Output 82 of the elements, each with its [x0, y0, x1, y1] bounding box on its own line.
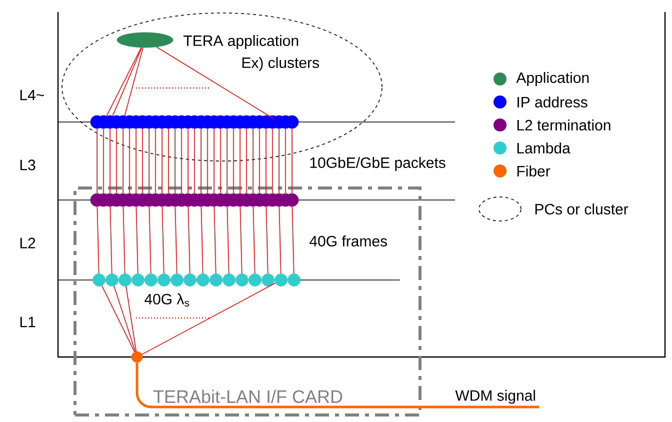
legend-label: Fiber [517, 165, 550, 176]
connector-line [226, 128, 228, 194]
dot [131, 351, 143, 363]
dot [210, 274, 222, 286]
connector-line [188, 206, 190, 274]
connector-line [168, 128, 169, 194]
connector-line [200, 206, 204, 274]
connector-line [162, 206, 164, 274]
annotation-text: 40G frames [310, 236, 387, 246]
connector-line [156, 46, 274, 119]
connector-line [252, 206, 256, 274]
connector-line [106, 47, 142, 116]
connector-line [155, 128, 156, 194]
dot [144, 274, 158, 286]
layer-label: L4~ [20, 90, 44, 100]
connector-line [240, 206, 242, 274]
layer-label: L1 [20, 316, 36, 328]
signal-label: WDM signal [455, 390, 535, 404]
application-ellipse [116, 32, 174, 48]
connector-line [278, 206, 282, 274]
legend-label: IP address [518, 96, 588, 108]
connector-line [101, 285, 135, 352]
connector-line [266, 206, 268, 274]
connector-line [207, 128, 208, 194]
connector-line [194, 128, 195, 194]
connector-line [122, 206, 126, 274]
connector-line [114, 286, 136, 352]
dot [274, 274, 288, 286]
connector-line [220, 128, 221, 194]
connector-line [148, 206, 152, 274]
connector-line [200, 128, 202, 194]
connector-line [181, 128, 182, 194]
dot [170, 274, 184, 286]
dot [196, 274, 210, 286]
connector-line [233, 128, 234, 194]
connector-line [292, 206, 294, 274]
connector-line [129, 128, 130, 194]
connector-line [259, 128, 260, 194]
dot [248, 274, 262, 286]
connector-line [126, 286, 137, 352]
connector-line [136, 206, 138, 274]
dot [158, 274, 170, 286]
connector-line [148, 128, 150, 194]
dot [262, 274, 274, 286]
connector-line [214, 206, 216, 274]
dot [288, 274, 300, 286]
annotation-text: 10GbE/GbE packets [310, 157, 446, 171]
connector-line [96, 128, 98, 194]
legend-label: PCs or cluster [535, 203, 628, 214]
legend-label: L2 termination [517, 120, 610, 130]
connector-line [112, 47, 142, 116]
connector-line [124, 47, 144, 116]
connector-line [103, 128, 104, 194]
dot [184, 274, 196, 286]
connector-line [142, 128, 143, 194]
layer-label: L3 [20, 160, 36, 170]
application-label: TERA application [184, 35, 298, 49]
connector-line [110, 206, 112, 274]
connector-line [226, 206, 230, 274]
dot [92, 274, 106, 286]
layer-label: L2 [20, 238, 36, 248]
connector-line [272, 128, 273, 194]
dot [106, 274, 118, 286]
connector-line [136, 362, 540, 408]
dot [118, 274, 132, 286]
connector-line [278, 128, 280, 194]
annotation-text: 40G λ$_{s}$ [144, 293, 190, 307]
connector-line [116, 128, 117, 194]
connector-line [174, 206, 178, 274]
connector-line [252, 128, 254, 194]
connector-line [246, 128, 247, 194]
connector-line [96, 206, 100, 274]
legend-label: Application [516, 72, 589, 86]
application-label: Ex) clusters [242, 57, 319, 71]
connector-line [285, 128, 286, 194]
dot [222, 274, 236, 286]
connector-line [142, 282, 276, 355]
dot [132, 274, 144, 286]
connector-line [122, 128, 124, 194]
dot [236, 274, 248, 286]
legend-label: Lambda [517, 142, 570, 154]
connector-line [174, 128, 176, 194]
